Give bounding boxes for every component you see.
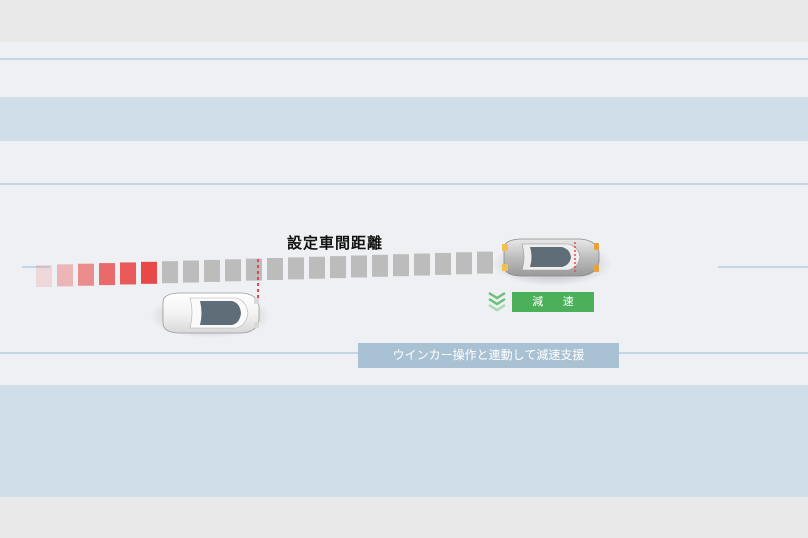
decel-chevron-icon (488, 291, 506, 312)
gap-block (393, 254, 409, 277)
gap-block (288, 257, 304, 280)
road-edge-bottom (0, 497, 808, 538)
assist-caption: ウインカー操作と連動して減速支援 (358, 343, 619, 368)
lane-band-upper (0, 97, 808, 141)
gap-block (57, 264, 73, 287)
gap-block (225, 259, 241, 282)
gap-block (267, 258, 283, 280)
gap-block (372, 254, 388, 277)
gap-block (435, 252, 451, 275)
gap-block (183, 260, 199, 283)
gap-block (456, 252, 472, 275)
gap-block (477, 251, 493, 274)
gap-block (351, 255, 367, 278)
gap-block (36, 265, 52, 287)
gap-block (162, 261, 178, 284)
gap-blocks (36, 251, 493, 287)
gap-block (99, 263, 115, 286)
gap-block (141, 261, 157, 284)
gap-block (204, 259, 220, 282)
own-car-icon (150, 292, 270, 338)
gap-block (414, 253, 430, 276)
set-following-distance-label: 設定車間距離 (287, 234, 384, 252)
gap-block (246, 258, 262, 281)
lead-car-icon (492, 238, 612, 286)
gap-block (120, 262, 136, 285)
lane-band-lower (0, 385, 808, 497)
gap-block (330, 256, 346, 279)
gap-block (309, 256, 325, 279)
decel-badge: 減 速 (512, 292, 594, 312)
gap-block (78, 263, 94, 286)
